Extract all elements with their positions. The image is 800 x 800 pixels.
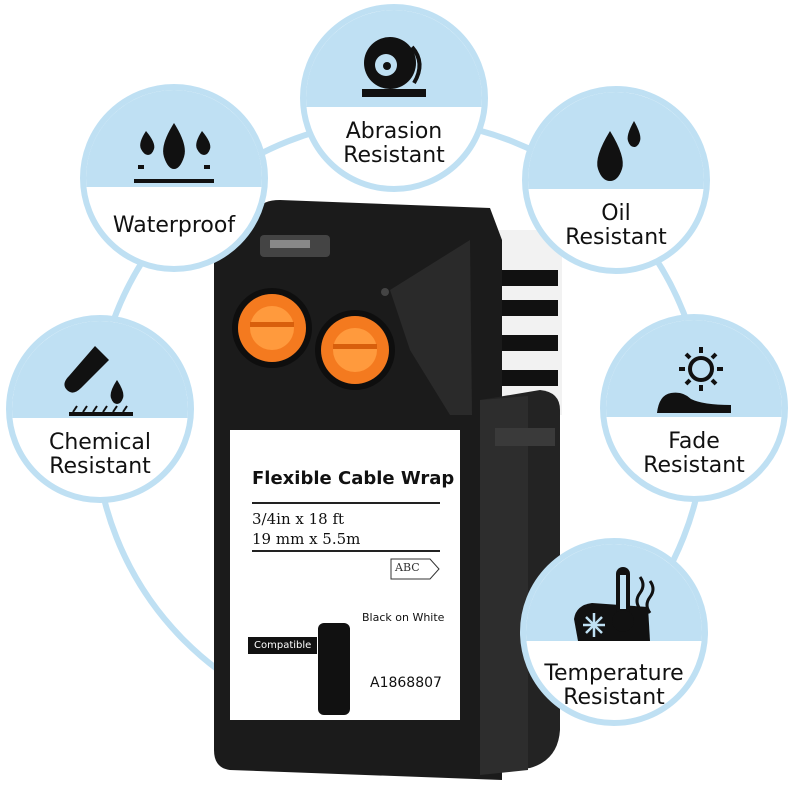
badge-abrasion: Abrasion Resistant <box>300 4 488 192</box>
size-divider <box>252 550 440 552</box>
badge-waterproof-line1: Waterproof <box>112 213 236 238</box>
test-tube-icon <box>12 335 188 425</box>
badge-fade-line2: Resistant <box>643 453 745 478</box>
badge-abrasion-line2: Resistant <box>343 143 445 168</box>
badge-oil-line2: Resistant <box>565 225 667 250</box>
tape-exit-slot <box>318 623 350 715</box>
sample-text: ABC <box>395 561 420 574</box>
thermometer-snowflake-icon <box>526 558 702 648</box>
badge-waterproof: Waterproof <box>80 84 268 272</box>
badge-chemical: Chemical Resistant <box>6 315 194 503</box>
compatible-badge: Compatible <box>248 637 318 654</box>
tag-icon <box>390 558 440 580</box>
badge-chemical-line1: Chemical <box>48 430 152 455</box>
badge-fade: Fade Resistant <box>600 314 788 502</box>
water-drops-icon <box>86 104 262 194</box>
badge-abrasion-line1: Abrasion <box>345 119 443 144</box>
color-scheme: Black on White <box>362 611 445 624</box>
sun-fade-icon <box>606 334 782 424</box>
title-divider <box>252 502 440 504</box>
badge-oil: Oil Resistant <box>522 86 710 274</box>
label-sticker: Flexible Cable Wrap 3/4in x 18 ft 19 mm … <box>230 430 460 720</box>
oil-drops-icon <box>528 106 704 196</box>
size-imperial: 3/4in x 18 ft <box>252 510 345 528</box>
part-number: A1868807 <box>370 675 442 691</box>
badge-temperature-line2: Resistant <box>563 685 665 710</box>
product-title: Flexible Cable Wrap <box>252 468 455 489</box>
tape-roll-icon <box>306 24 482 114</box>
badge-chemical-line2: Resistant <box>49 454 151 479</box>
badge-temperature-line1: Temperature <box>544 661 684 686</box>
badge-temperature: Temperature Resistant <box>520 538 708 726</box>
badge-oil-line1: Oil <box>601 201 631 226</box>
size-metric: 19 mm x 5.5m <box>252 530 361 548</box>
badge-fade-line1: Fade <box>668 429 720 454</box>
